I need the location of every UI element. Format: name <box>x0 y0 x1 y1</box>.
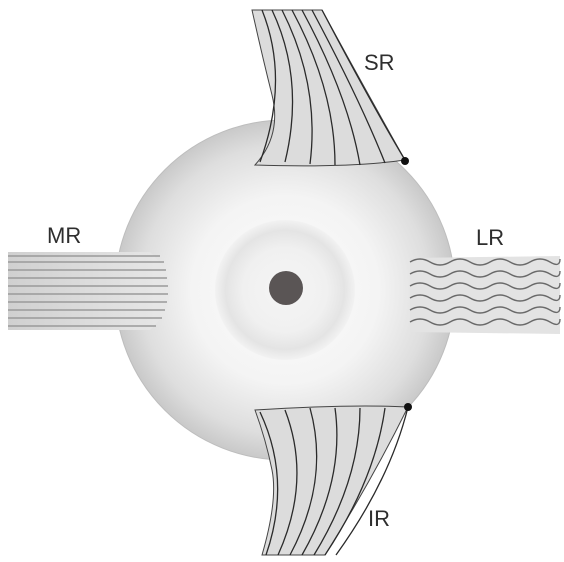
superior-rectus-insertion-dot <box>401 157 409 165</box>
label-inferior-rectus: IR <box>368 506 390 531</box>
pupil <box>269 271 303 305</box>
label-medial-rectus: MR <box>47 223 81 248</box>
superior-rectus-muscle <box>252 10 409 166</box>
medial-rectus-muscle <box>8 252 170 330</box>
label-superior-rectus: SR <box>364 50 395 75</box>
inferior-rectus-muscle <box>255 403 412 555</box>
lateral-rectus-muscle <box>410 256 560 334</box>
label-lateral-rectus: LR <box>476 225 504 250</box>
inferior-rectus-insertion-dot <box>404 403 412 411</box>
